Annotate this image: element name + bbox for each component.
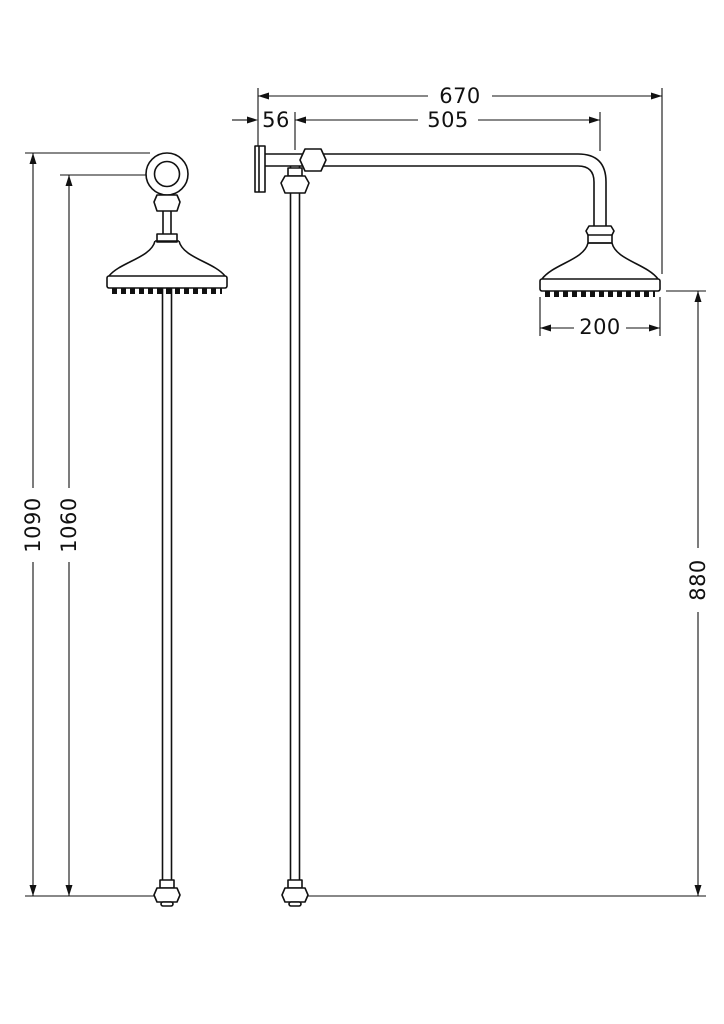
wall-flange — [254, 145, 266, 193]
riser-tee-fitting — [280, 167, 310, 194]
arrowhead — [247, 116, 258, 124]
arrowhead — [295, 116, 306, 124]
arrowhead — [694, 291, 702, 302]
arrowhead — [694, 885, 702, 896]
left-head-bell — [108, 240, 226, 277]
wall-bracket-ring — [145, 152, 189, 212]
arrowhead — [258, 92, 269, 100]
arrowhead — [65, 885, 73, 896]
dimension-200: 200 — [539, 297, 661, 339]
dimension-880: 880 — [308, 290, 710, 897]
left-head-rim — [106, 275, 228, 289]
bracket-ring-inner — [153, 160, 181, 188]
left-head-flange — [156, 233, 178, 243]
dim-56-label: 56 — [262, 108, 290, 132]
arrowhead — [651, 92, 662, 100]
bracket-nut — [153, 194, 181, 212]
dim-200-label: 200 — [579, 315, 621, 339]
shower-arm — [265, 148, 607, 226]
right-head-rim — [539, 278, 661, 292]
dim-1060-label: 1060 — [57, 497, 81, 552]
arm-elbow — [577, 153, 607, 226]
arrowhead — [649, 324, 660, 332]
right-head-flange — [587, 234, 613, 244]
dimension-1090: 1090 — [21, 152, 154, 897]
arm-union-nut — [299, 148, 327, 172]
right-head-bell — [541, 242, 659, 280]
shower-head-left — [106, 240, 228, 294]
arrowhead — [540, 324, 551, 332]
dimension-56: 56 — [232, 108, 290, 132]
bottom-connector-right — [281, 879, 309, 907]
left-view — [106, 152, 228, 907]
dim-880-label: 880 — [686, 559, 710, 601]
bottom-connector-left — [153, 879, 181, 907]
right-view — [254, 145, 661, 907]
arrowhead — [29, 153, 37, 164]
dimension-505: 505 — [294, 108, 601, 151]
dim-1090-label: 1090 — [21, 497, 45, 552]
dim-670-label: 670 — [439, 84, 481, 108]
dimension-1060: 1060 — [57, 174, 146, 896]
dim-505-label: 505 — [427, 108, 469, 132]
arrowhead — [589, 116, 600, 124]
right-head-neck — [585, 225, 615, 244]
arrowhead — [29, 885, 37, 896]
riser-pipe-left — [161, 288, 173, 888]
dimension-670: 670 — [257, 84, 663, 274]
arrowhead — [65, 175, 73, 186]
bracket-ring-outer — [145, 152, 189, 196]
shower-head-right — [539, 242, 661, 297]
riser-pipe-right — [289, 166, 301, 888]
left-head-neck — [156, 211, 178, 243]
